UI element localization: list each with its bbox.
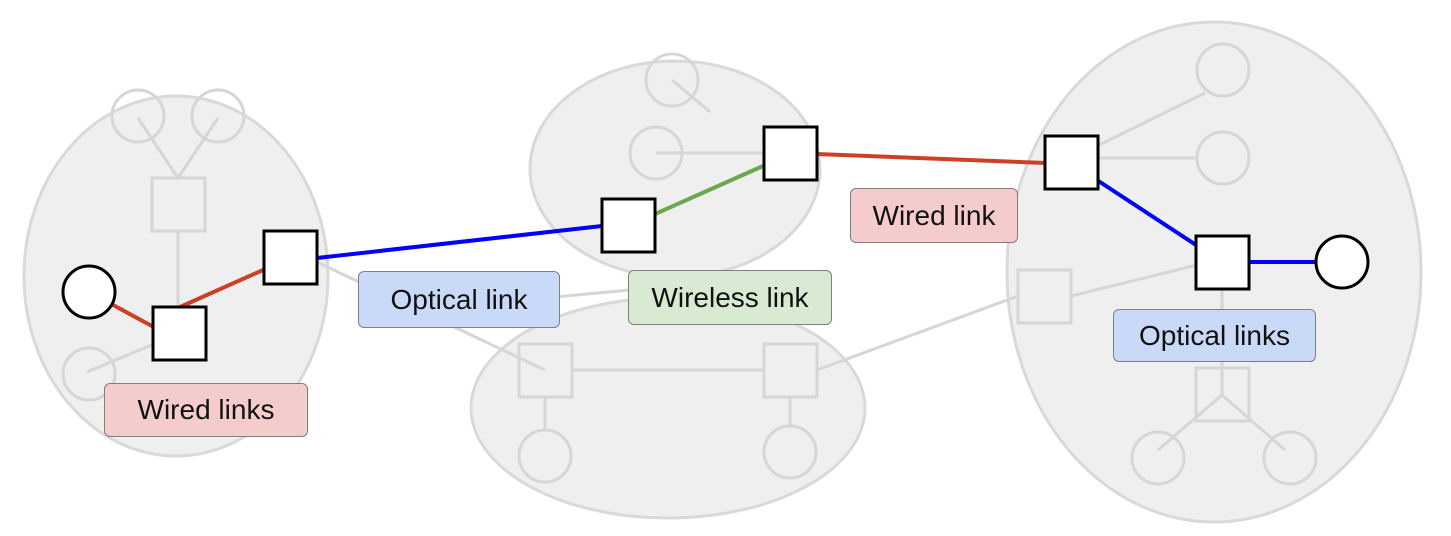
faded-host-node bbox=[644, 52, 700, 108]
faded-link bbox=[136, 117, 180, 179]
faded-host-node bbox=[762, 424, 818, 480]
faded-link bbox=[176, 117, 220, 179]
faded-host-node bbox=[1130, 430, 1186, 486]
optical-links-label: Optical links bbox=[1113, 309, 1316, 362]
switch-node bbox=[1194, 234, 1251, 291]
faded-link bbox=[816, 294, 1019, 372]
path-nodes bbox=[61, 125, 1370, 362]
faded-host-node bbox=[1195, 42, 1251, 98]
faded-link bbox=[1221, 393, 1286, 452]
switch-node bbox=[1043, 134, 1100, 191]
source-host-node bbox=[61, 264, 117, 320]
faded-host-node bbox=[628, 125, 684, 181]
wired-links-label: Wired links bbox=[104, 383, 308, 437]
optical-link-label: Optical link bbox=[358, 271, 560, 328]
destination-host-node bbox=[1314, 234, 1370, 290]
faded-host-node bbox=[190, 88, 246, 144]
faded-host-node bbox=[110, 88, 166, 144]
wired-link bbox=[816, 152, 1047, 165]
faded-host-node bbox=[1195, 130, 1251, 186]
faded-switch-node bbox=[1194, 366, 1251, 423]
switch-node bbox=[762, 125, 819, 182]
wired-link-label: Wired link bbox=[850, 188, 1018, 243]
wireless-link-label: Wireless link bbox=[628, 270, 832, 325]
faded-switch-node bbox=[517, 342, 574, 399]
faded-link bbox=[1157, 393, 1223, 452]
faded-link bbox=[1070, 263, 1198, 298]
switch-node bbox=[600, 197, 657, 254]
faded-nodes bbox=[61, 42, 1318, 486]
faded-switch-node bbox=[150, 176, 207, 233]
optical-link bbox=[316, 224, 603, 260]
faded-links bbox=[86, 78, 1286, 452]
faded-switch-node bbox=[762, 342, 819, 399]
switch-node bbox=[262, 229, 319, 286]
faded-host-node bbox=[61, 346, 117, 402]
switch-node bbox=[151, 305, 208, 362]
faded-switch-node bbox=[1016, 268, 1073, 325]
faded-link bbox=[1096, 91, 1206, 148]
faded-host-node bbox=[1262, 430, 1318, 486]
faded-host-node bbox=[517, 428, 573, 484]
cluster-bottom-middle bbox=[469, 296, 867, 520]
